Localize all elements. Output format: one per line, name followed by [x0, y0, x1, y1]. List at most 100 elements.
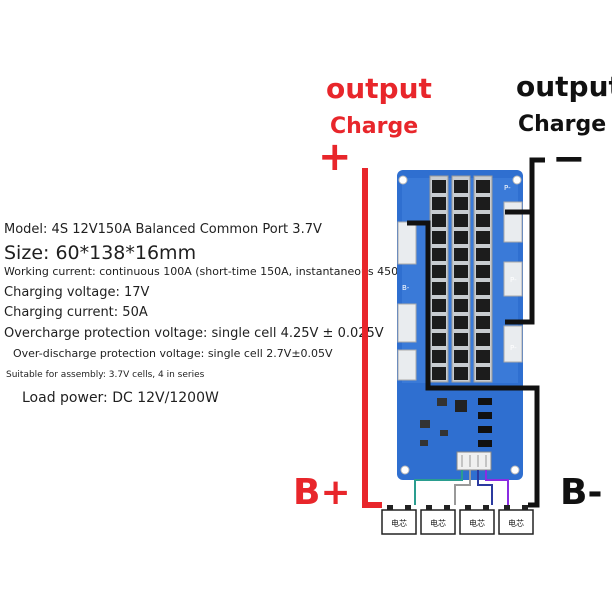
spec-size: Size: 60*138*16mm	[4, 242, 197, 264]
battery-cell	[459, 509, 495, 535]
mount-hole	[512, 175, 522, 185]
board-label-p3: P-	[510, 344, 517, 352]
battery-terminal	[483, 505, 489, 510]
resistor	[478, 412, 492, 419]
mosfet	[476, 214, 490, 227]
balance-wire-1	[414, 470, 463, 505]
mosfet	[476, 282, 490, 295]
chip	[420, 440, 428, 446]
battery-cell	[498, 509, 534, 535]
output-negative-wire	[505, 157, 545, 215]
mosfet	[432, 180, 446, 193]
heatsink-bar	[451, 175, 471, 383]
board-label-b1: B-	[402, 284, 410, 292]
mosfet	[432, 367, 446, 380]
pad-right-3	[503, 325, 523, 363]
balance-connector	[456, 451, 492, 471]
mosfet	[476, 180, 490, 193]
battery-cell-label: 电芯	[391, 518, 407, 528]
minus-sign: −	[552, 136, 586, 182]
output-positive-label: output	[326, 72, 432, 105]
battery-terminal	[426, 505, 432, 510]
pad-left-2	[397, 303, 417, 343]
b-plus-label: B+	[293, 472, 351, 513]
mosfet	[476, 197, 490, 210]
spec-overdischarge: Over-discharge protection voltage: singl…	[13, 347, 333, 360]
mosfet	[432, 350, 446, 363]
spec-working-current: Working current: continuous 100A (short-…	[4, 265, 410, 278]
mosfet	[476, 231, 490, 244]
mosfet	[476, 299, 490, 312]
battery-terminal	[444, 505, 450, 510]
mosfet	[432, 333, 446, 346]
battery-cell-label: 电芯	[508, 518, 524, 528]
spec-model: Model: 4S 12V150A Balanced Common Port 3…	[4, 222, 322, 237]
balance-wire-2	[454, 470, 471, 505]
pad-left-3	[397, 349, 417, 381]
mosfet	[454, 214, 468, 227]
chip	[437, 398, 447, 406]
mosfet	[432, 214, 446, 227]
spec-charging-current: Charging current: 50A	[4, 305, 148, 320]
mosfet	[454, 197, 468, 210]
positive-wire	[362, 168, 382, 508]
battery-negative-wire	[407, 220, 540, 508]
charge-positive-label: Charge	[330, 114, 419, 139]
mosfet	[476, 316, 490, 329]
battery-terminal	[465, 505, 471, 510]
battery-cell	[420, 509, 456, 535]
output-negative-wire-lower	[505, 212, 535, 325]
mount-hole	[398, 175, 408, 185]
mosfet	[432, 231, 446, 244]
mosfet	[432, 282, 446, 295]
spec-assembly: Suitable for assembly: 3.7V cells, 4 in …	[6, 370, 205, 380]
battery-cell-label: 电芯	[469, 518, 485, 528]
mosfet	[476, 367, 490, 380]
mosfet	[454, 180, 468, 193]
battery-cell-label: 电芯	[430, 518, 446, 528]
charge-negative-label: Charge	[518, 112, 607, 137]
board-label-p1: P-	[504, 184, 511, 192]
mosfet	[454, 367, 468, 380]
pad-right-2	[503, 261, 523, 297]
mosfet	[454, 265, 468, 278]
battery-cells: 电芯 电芯 电芯 电芯	[381, 505, 534, 535]
mosfet	[454, 299, 468, 312]
mosfet	[476, 248, 490, 261]
balance-wire-4	[485, 470, 509, 505]
battery-terminal	[387, 505, 393, 510]
mosfet	[476, 350, 490, 363]
mosfet	[454, 282, 468, 295]
mosfet	[432, 248, 446, 261]
board-label-p2: P-	[510, 276, 517, 284]
plus-sign: +	[318, 134, 352, 180]
mosfet	[454, 350, 468, 363]
mosfet	[454, 248, 468, 261]
battery-terminal	[405, 505, 411, 510]
chip	[455, 400, 467, 412]
spec-charging-voltage: Charging voltage: 17V	[4, 285, 150, 300]
pad-right-1	[503, 201, 523, 243]
pad-left-1	[397, 221, 417, 265]
mosfet	[432, 299, 446, 312]
mosfet-array	[429, 175, 493, 383]
battery-terminal	[504, 505, 510, 510]
mosfet	[476, 333, 490, 346]
mosfet	[432, 197, 446, 210]
spec-overcharge: Overcharge protection voltage: single ce…	[4, 326, 384, 341]
battery-cell	[381, 509, 417, 535]
chip	[440, 430, 448, 436]
mosfet	[476, 265, 490, 278]
output-negative-label: output	[516, 70, 612, 103]
mount-hole	[400, 465, 410, 475]
chip	[420, 420, 430, 428]
mosfet	[432, 316, 446, 329]
mosfet	[454, 333, 468, 346]
spec-load-power: Load power: DC 12V/1200W	[22, 390, 219, 406]
heatsink-bar	[473, 175, 493, 383]
resistor	[478, 426, 492, 433]
mosfet	[454, 316, 468, 329]
mosfet	[432, 265, 446, 278]
mosfet	[454, 231, 468, 244]
